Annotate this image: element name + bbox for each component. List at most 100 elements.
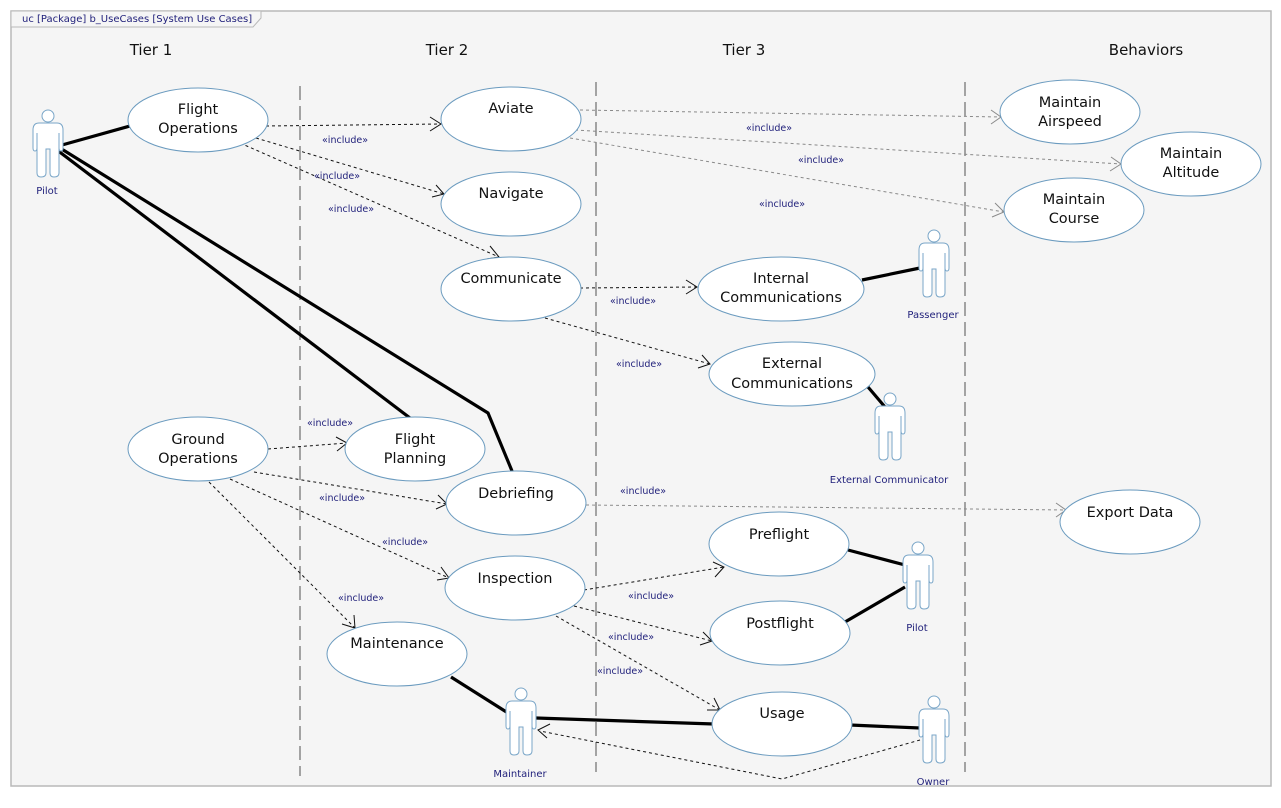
actor-maintainer[interactable]: Maintainer [493,687,548,780]
use-case-flight-operations[interactable]: Flight Operations [127,87,269,153]
svg-text:Export Data: Export Data [1087,505,1174,521]
svg-text:Maintenance: Maintenance [350,636,443,652]
use-case-export-data[interactable]: Export Data [1059,489,1201,555]
svg-text:Postflight: Postflight [746,616,814,632]
svg-text:External: External [762,356,822,372]
frame-tab [10,10,262,28]
assoc-pilot-preflight[interactable] [847,548,906,567]
svg-text:Course: Course [1049,211,1100,227]
include-flightops-aviate[interactable] [265,123,442,127]
include-flightops-communicate[interactable] [239,142,500,258]
use-case-external-communications[interactable]: External Communications [708,341,876,407]
assoc-external-communicator[interactable] [866,385,887,409]
include-groundops-inspection[interactable] [229,478,450,579]
frame-title: uc [Package] b_UseCases [System Use Case… [22,14,252,25]
include-label: «include» [616,359,662,370]
include-groundops-debriefing[interactable] [253,471,448,505]
svg-text:External Communicator: External Communicator [830,475,949,486]
actor-owner[interactable]: Owner [917,695,951,788]
actor-external-communicator[interactable]: External Communicator [830,392,949,486]
svg-text:Pilot: Pilot [906,623,927,634]
svg-text:Pilot: Pilot [36,186,57,197]
use-case-flight-planning[interactable]: Flight Planning [344,416,486,482]
actor-pilot-main[interactable]: Pilot [32,109,64,197]
include-communicate-external[interactable] [544,317,711,365]
actor-passenger[interactable]: Passenger [907,229,960,321]
use-case-maintain-course[interactable]: Maintain Course [1003,177,1145,243]
include-label: «include» [746,123,792,134]
svg-text:Maintain: Maintain [1043,192,1105,208]
use-case-aviate[interactable]: Aviate [440,86,582,152]
arrowhead [537,723,551,739]
tier-label-1: Tier 1 [129,41,173,59]
svg-text:Maintain: Maintain [1160,146,1222,162]
tier-label-2: Tier 2 [425,41,469,59]
assoc-pilot-flight-planning[interactable] [56,148,411,420]
include-label: «include» [314,171,360,182]
include-label: «include» [307,418,353,429]
svg-text:Flight: Flight [178,102,219,118]
svg-text:Debriefing: Debriefing [478,486,554,502]
use-case-communicate[interactable]: Communicate [440,256,582,322]
svg-text:Navigate: Navigate [478,186,543,202]
use-case-usage[interactable]: Usage [711,691,853,757]
svg-text:Planning: Planning [384,451,446,467]
include-debriefing-export-data[interactable] [585,504,1067,511]
include-label: «include» [319,493,365,504]
arrowhead [712,561,725,578]
include-label: «include» [338,593,384,604]
tier-label-3: Tier 3 [722,41,766,59]
svg-text:Operations: Operations [158,451,238,467]
actor-pilot-inspection[interactable]: Pilot [902,541,934,634]
use-case-ground-operations[interactable]: Ground Operations [127,416,269,482]
use-case-inspection[interactable]: Inspection [444,555,586,621]
include-groundops-flight-planning[interactable] [267,442,348,450]
include-aviate-maintain-course[interactable] [569,137,1005,213]
assoc-pilot-debriefing[interactable] [59,146,514,472]
arrowhead [697,354,711,369]
use-case-maintain-altitude[interactable]: Maintain Altitude [1120,131,1262,197]
include-inspection-usage[interactable] [555,615,721,711]
include-flightops-navigate[interactable] [255,137,445,195]
use-case-internal-communications[interactable]: Internal Communications [697,256,865,322]
assoc-pilot-flight-operations[interactable] [61,124,131,147]
svg-text:Ground: Ground [171,432,224,448]
use-case-maintenance[interactable]: Maintenance [326,621,468,687]
include-label: «include» [798,155,844,166]
include-label: «include» [597,666,643,677]
assoc-maintainer-usage[interactable] [535,716,715,726]
svg-text:Aviate: Aviate [488,101,533,117]
svg-text:Maintain: Maintain [1039,95,1101,111]
include-label: «include» [322,135,368,146]
include-communicate-internal[interactable] [579,286,698,289]
include-groundops-maintenance[interactable] [208,481,356,629]
svg-text:Communicate: Communicate [460,271,561,287]
svg-text:Flight: Flight [395,432,436,448]
include-label: «include» [610,296,656,307]
svg-text:Airspeed: Airspeed [1038,114,1102,130]
arrowhead [429,116,442,132]
assoc-owner-usage[interactable] [849,723,921,730]
include-labels: «include» «include» «include» «include» … [307,123,844,677]
use-case-postflight[interactable]: Postflight [709,600,851,666]
include-label: «include» [608,632,654,643]
include-label: «include» [382,537,428,548]
svg-text:Usage: Usage [759,706,804,722]
use-case-navigate[interactable]: Navigate [440,171,582,237]
tier-label-behaviors: Behaviors [1109,41,1184,59]
assoc-passenger-internal-communications[interactable] [861,266,921,282]
use-case-maintain-airspeed[interactable]: Maintain Airspeed [999,79,1141,145]
use-case-preflight[interactable]: Preflight [708,511,850,577]
svg-text:Operations: Operations [158,121,238,137]
include-aviate-maintain-airspeed[interactable] [579,109,1002,118]
assoc-maintainer-maintenance[interactable] [450,675,509,715]
assoc-pilot-postflight[interactable] [844,585,906,624]
use-case-debriefing[interactable]: Debriefing [445,470,587,536]
svg-text:Preflight: Preflight [749,527,810,543]
include-aviate-maintain-altitude[interactable] [574,129,1122,165]
dependency-owner-maintainer[interactable] [539,730,921,780]
svg-text:Maintainer: Maintainer [493,769,547,780]
svg-text:Communications: Communications [720,290,842,306]
arrowhead [685,279,698,295]
